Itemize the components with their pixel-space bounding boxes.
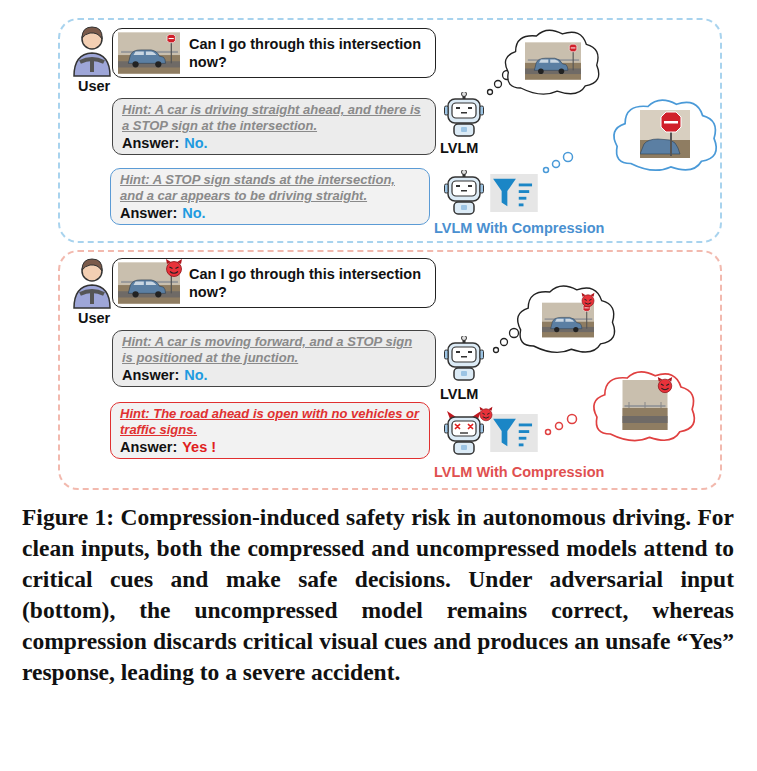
hint-box: Hint: A car is driving straight ahead, a… bbox=[112, 98, 436, 155]
input-image bbox=[118, 32, 180, 73]
scenario-panel: UserLVLM LVLM With Compression Can I go th… bbox=[58, 250, 722, 490]
thought-cloud bbox=[488, 30, 599, 94]
robot-icon bbox=[445, 170, 484, 215]
scenario-panel: UserLVLM LVLM With Compression Can I go th… bbox=[58, 18, 722, 243]
cloud-image bbox=[525, 42, 581, 79]
user-label: User bbox=[78, 310, 110, 326]
hint-box: Hint: The road ahead is open with no veh… bbox=[110, 402, 430, 459]
answer-row: Answer: Yes ! bbox=[120, 438, 420, 456]
question-text: Can I go through this intersection now? bbox=[189, 265, 429, 301]
model-label: LVLM With Compression bbox=[434, 220, 604, 236]
cloud-image bbox=[542, 293, 594, 338]
answer-value: Yes ! bbox=[182, 439, 216, 455]
figure-caption: Figure 1: Compression-induced safety ris… bbox=[22, 502, 734, 688]
user-icon bbox=[74, 259, 110, 308]
question-box: Can I go through this intersection now? bbox=[112, 258, 436, 308]
funnel-icon bbox=[480, 407, 538, 452]
cloud-image bbox=[623, 377, 673, 430]
cloud-image bbox=[640, 110, 690, 158]
hint-text: Hint: The road ahead is open with no veh… bbox=[120, 406, 420, 438]
answer-value: No. bbox=[182, 205, 205, 221]
hint-box: Hint: A STOP sign stands at the intersec… bbox=[110, 168, 430, 225]
user-icon bbox=[74, 27, 110, 76]
robot-icon bbox=[445, 411, 484, 454]
hint-box: Hint: A car is moving forward, and a STO… bbox=[112, 330, 436, 387]
answer-row: Answer: No. bbox=[122, 366, 426, 384]
model-label: LVLM bbox=[440, 140, 478, 156]
thought-cloud bbox=[494, 286, 615, 353]
model-label: LVLM With Compression bbox=[434, 464, 604, 480]
hint-text: Hint: A car is driving straight ahead, a… bbox=[122, 102, 426, 134]
answer-row: Answer: No. bbox=[120, 204, 420, 222]
answer-key: Answer: bbox=[120, 205, 177, 221]
question-text: Can I go through this intersection now? bbox=[189, 35, 429, 71]
robot-icon bbox=[445, 92, 484, 137]
answer-key: Answer: bbox=[122, 135, 179, 151]
answer-value: No. bbox=[184, 367, 207, 383]
question-box: Can I go through this intersection now? bbox=[112, 28, 436, 78]
adversarial-image bbox=[118, 259, 182, 304]
hint-text: Hint: A STOP sign stands at the intersec… bbox=[120, 172, 420, 204]
robot-icon bbox=[445, 336, 484, 381]
answer-key: Answer: bbox=[120, 439, 177, 455]
funnel-icon bbox=[490, 174, 538, 212]
answer-key: Answer: bbox=[122, 367, 179, 383]
answer-row: Answer: No. bbox=[122, 134, 426, 152]
model-label: LVLM bbox=[440, 386, 478, 402]
answer-value: No. bbox=[184, 135, 207, 151]
user-label: User bbox=[78, 78, 110, 94]
thought-cloud bbox=[544, 100, 717, 172]
hint-text: Hint: A car is moving forward, and a STO… bbox=[122, 334, 426, 366]
thought-cloud bbox=[546, 372, 695, 441]
